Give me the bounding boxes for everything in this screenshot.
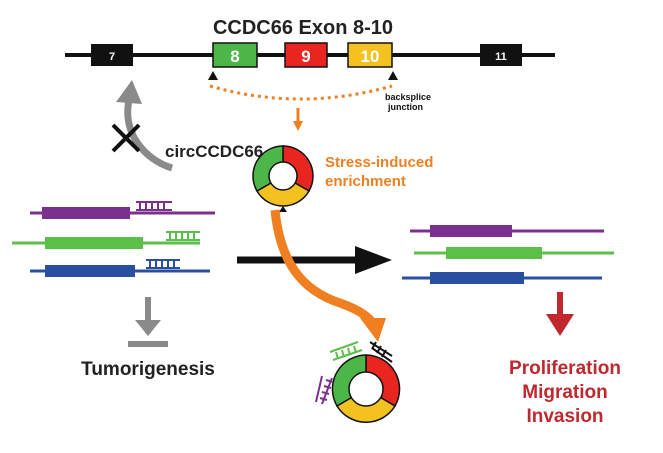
backsplice-arc: [209, 84, 393, 101]
mrna-group-right: [402, 225, 614, 284]
inhibition-head: [135, 320, 161, 336]
exon-8-box: [212, 42, 258, 68]
outcome-label-proliferation: Proliferation: [509, 358, 621, 379]
exon-7-label: 7: [109, 51, 115, 63]
exon-10-box: [347, 42, 393, 68]
backsplice-label-line1: backsplice: [385, 92, 431, 102]
blocked-arrow-head: [116, 80, 142, 104]
junction-marker-right: [388, 71, 398, 80]
stress-label-line2: enrichment: [325, 173, 406, 190]
exon-10-label: 10: [361, 47, 380, 66]
sponge-arrow-head: [360, 318, 386, 342]
circrna-ring-top: [252, 145, 314, 212]
circ-label: circCCDC66: [165, 142, 263, 161]
bound-fragments: [315, 341, 393, 405]
backsplice-label-line2: junction: [387, 102, 423, 112]
blocked-return-arrow: [124, 95, 174, 172]
mrna-group-left: [12, 201, 215, 277]
exon-9-box: [284, 42, 328, 68]
tumorigenesis-label: Tumorigenesis: [81, 359, 215, 380]
junction-marker-left: [208, 71, 218, 80]
gene-structure: 7 8 9 10 11 CCDC66 Exon 8-10: [65, 17, 555, 80]
outcome-label-invasion: Invasion: [526, 406, 603, 427]
exon-7-box: [91, 44, 133, 66]
exon-8-label: 8: [230, 47, 239, 66]
outcome-head: [546, 314, 574, 336]
exon-11-box: [480, 44, 522, 66]
exon-9-label: 9: [301, 47, 310, 66]
outcome-label-migration: Migration: [522, 382, 608, 403]
circrna-ring-bottom: [331, 354, 401, 423]
sponge-arrow: [270, 209, 378, 328]
main-arrow-head: [355, 246, 392, 274]
stress-label-line1: Stress-induced: [325, 154, 433, 171]
exon-11-label: 11: [495, 51, 507, 63]
gene-title: CCDC66 Exon 8-10: [213, 17, 393, 39]
block-x-icon: [111, 123, 141, 153]
inhibition-bar: [128, 341, 168, 347]
